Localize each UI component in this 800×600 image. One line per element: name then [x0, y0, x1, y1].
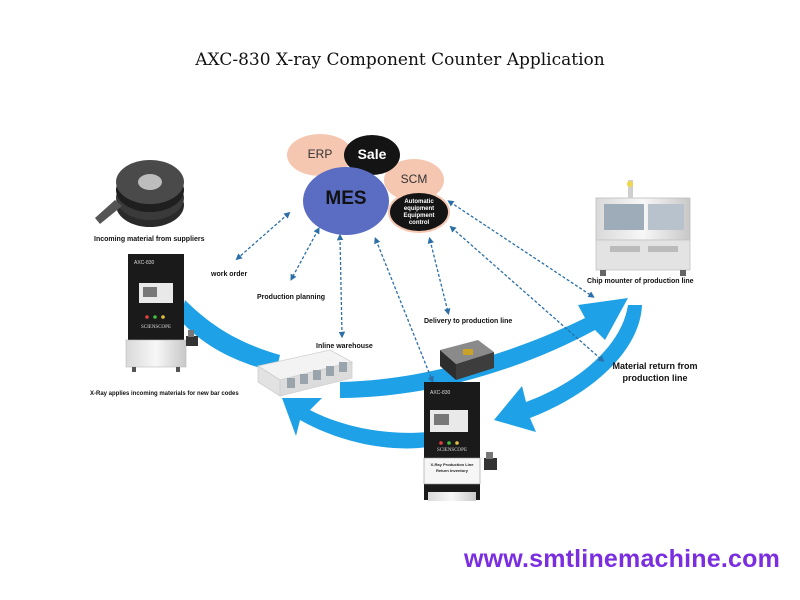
material-return-line-1: Material return from — [612, 361, 698, 371]
dotted-arrow-material-return — [449, 225, 605, 363]
center-machine-label-line-2: Return Inventory — [435, 468, 468, 473]
component-reels-image — [95, 160, 184, 227]
automatic-equipment-line-4: control — [408, 220, 430, 226]
chip-mounter-image — [595, 180, 691, 276]
center-machine-label-line-1: X-Ray Production Line — [430, 462, 474, 467]
production-planning-label: Production planning — [257, 294, 326, 301]
dotted-arrow-return-inventory — [374, 236, 434, 384]
delivery-label: Delivery to production line — [424, 318, 513, 325]
dotted-arrows — [235, 200, 605, 384]
system-bubbles — [287, 134, 450, 235]
automatic-equipment-line-2: equipment — [403, 206, 435, 212]
sale-label: Sale — [357, 146, 387, 162]
automatic-equipment-bubble — [388, 191, 450, 233]
automatic-equipment-line-1: Automatic — [404, 199, 434, 205]
erp-bubble — [287, 134, 353, 176]
flow-arrow-xray-to-warehouse — [180, 300, 280, 372]
erp-label: ERP — [307, 147, 333, 161]
material-return-line-2: production line — [622, 373, 688, 383]
mes-bubble — [303, 167, 389, 235]
chip-mounter-label: Chip mounter of production line — [587, 278, 694, 285]
inline-warehouse-image — [256, 349, 354, 397]
dotted-arrow-inline-warehouse — [336, 233, 346, 339]
website-url: www.smtlinemachine.com — [463, 545, 780, 573]
center-machine-model: AXC-830 — [430, 390, 451, 396]
xray-machine-left — [125, 254, 198, 372]
left-machine-model: AXC-830 — [134, 260, 155, 266]
inline-warehouse-label: Inline warehouse — [316, 343, 373, 350]
left-machine-brand: SCIENSCOPE — [140, 325, 171, 330]
center-machine-label: X-Ray Production Line Return Inventory — [424, 462, 480, 474]
dotted-arrow-delivery — [427, 236, 451, 316]
work-order-label: work order — [211, 271, 248, 278]
automatic-equipment-label: Automatic equipment Equipment control — [392, 199, 446, 227]
mes-label: MES — [325, 188, 367, 209]
feeder-cart-image — [440, 340, 494, 380]
flow-arrows — [180, 298, 642, 449]
flow-arrow-mounter-to-return — [494, 305, 642, 432]
sale-bubble — [344, 135, 400, 175]
xray-machine-center — [423, 382, 497, 501]
dotted-arrow-production-planning — [290, 227, 320, 281]
incoming-material-label: Incoming material from suppliers — [94, 236, 205, 243]
automatic-equipment-line-3: Equipment — [403, 213, 435, 219]
scm-bubble — [384, 159, 444, 201]
diagram-title: AXC-830 X-ray Component Counter Applicat… — [195, 50, 605, 70]
center-machine-brand: SCIENSCOPE — [436, 448, 467, 453]
dotted-arrow-chip-mounter — [447, 200, 595, 298]
xray-applies-label: X-Ray applies incoming materials for new… — [90, 391, 239, 397]
flow-arrow-return-to-warehouse — [282, 398, 428, 449]
material-return-label: Material return from production line — [600, 360, 710, 384]
scm-label: SCM — [400, 172, 428, 186]
dotted-arrow-work-order — [235, 211, 291, 261]
